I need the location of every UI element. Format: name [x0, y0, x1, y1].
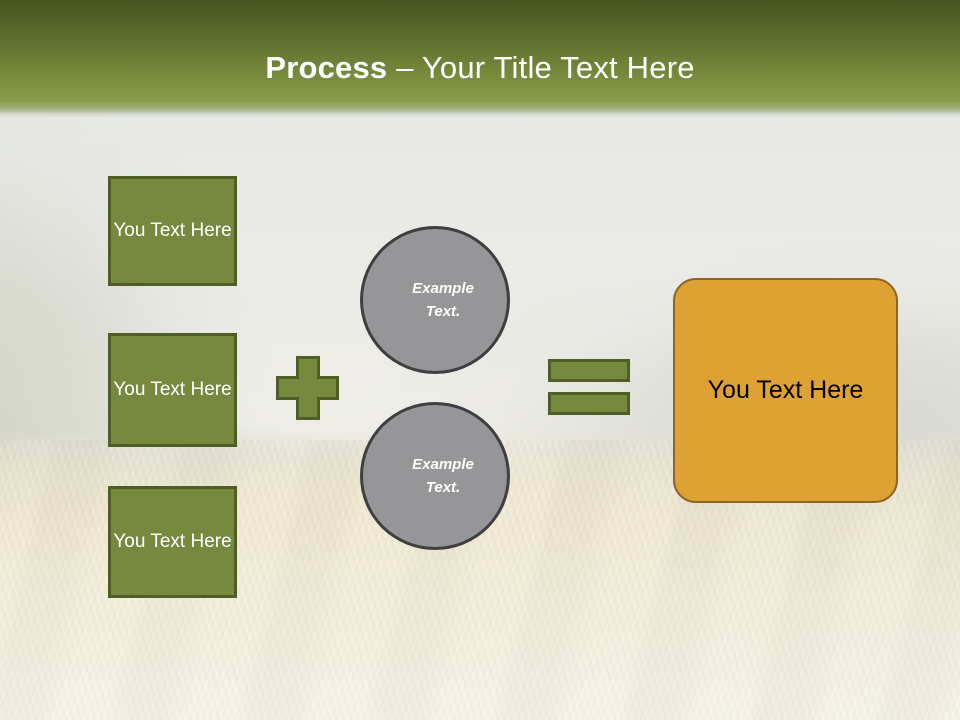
input-box-1[interactable]: You Text Here: [108, 176, 237, 286]
plus-icon-fill-vertical: [299, 359, 317, 417]
page-title-rest: – Your Title Text Here: [387, 50, 695, 85]
input-box-3[interactable]: You Text Here: [108, 486, 237, 598]
page-title-bold: Process: [265, 50, 388, 85]
input-box-2-label: You Text Here: [113, 379, 232, 401]
equals-icon-top-bar: [548, 359, 630, 382]
example-circle-1[interactable]: Example Text.: [360, 226, 510, 374]
input-box-3-label: You Text Here: [113, 531, 232, 553]
example-circle-2[interactable]: Example Text.: [360, 402, 510, 550]
input-box-2[interactable]: You Text Here: [108, 333, 237, 447]
example-circle-2-line2: Text.: [425, 479, 461, 496]
example-circle-1-line1: Example: [412, 279, 474, 297]
example-circle-1-line2: Text.: [425, 303, 461, 320]
result-box[interactable]: You Text Here: [673, 278, 898, 503]
input-box-1-label: You Text Here: [113, 220, 232, 242]
plus-icon: [276, 356, 339, 420]
example-circle-2-line1: Example: [412, 455, 474, 473]
equals-icon: [548, 359, 630, 417]
result-box-label: You Text Here: [707, 376, 864, 404]
equals-icon-bottom-bar: [548, 392, 630, 415]
title-bar: Process – Your Title Text Here: [0, 0, 960, 118]
page-title: Process – Your Title Text Here: [0, 50, 960, 86]
